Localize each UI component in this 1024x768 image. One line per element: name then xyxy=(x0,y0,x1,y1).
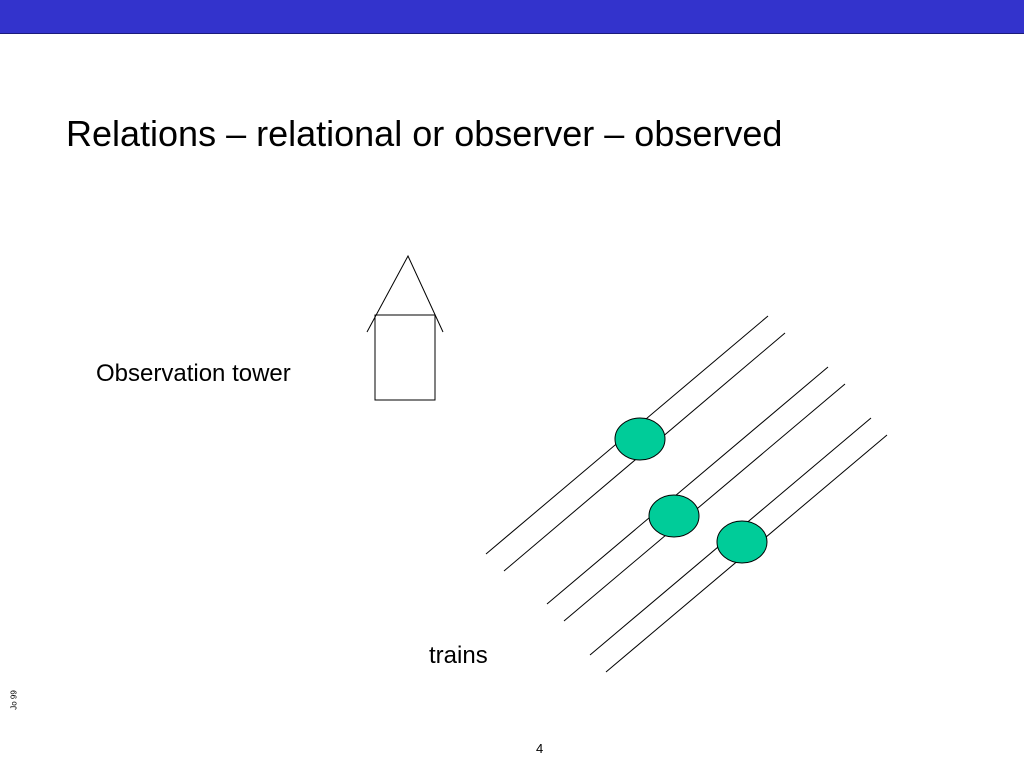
tower-roof xyxy=(366,254,444,333)
track-line-6 xyxy=(605,434,888,673)
trains xyxy=(614,417,768,564)
slide-title: Relations – relational or observer – obs… xyxy=(66,113,783,154)
trains-label: trains xyxy=(429,642,488,669)
track-line-3 xyxy=(546,366,829,605)
train-1 xyxy=(614,417,666,461)
track-line-1 xyxy=(485,315,769,555)
track-line-4 xyxy=(563,383,846,622)
side-note-text: Jo 99 xyxy=(9,690,19,710)
observation-tower-label: Observation tower xyxy=(96,360,291,387)
tower-body xyxy=(374,314,436,401)
train-3 xyxy=(716,520,768,564)
top-banner xyxy=(0,0,1024,34)
train-2 xyxy=(648,494,700,538)
track-line-5 xyxy=(589,417,872,656)
track-line-2 xyxy=(503,332,786,572)
railway-tracks xyxy=(485,315,888,673)
observation-tower xyxy=(366,254,444,401)
page-number: 4 xyxy=(536,741,544,756)
